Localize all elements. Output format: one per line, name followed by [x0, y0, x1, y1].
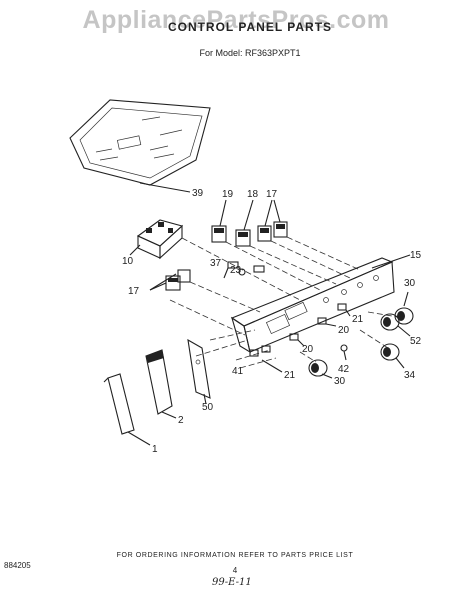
label-30-upper: 30	[404, 278, 416, 289]
part-50-bracket	[187, 338, 211, 405]
label-37: 37	[210, 258, 222, 269]
label-23: 23	[230, 265, 242, 276]
part-20-clip	[317, 317, 337, 327]
label-19: 19	[222, 189, 234, 200]
part-39-back-panel	[69, 99, 211, 193]
part-30-knob-upper	[394, 291, 414, 325]
label-21-upper: 21	[352, 314, 364, 325]
label-30-lower: 30	[334, 376, 346, 387]
label-2: 2	[178, 415, 184, 426]
part-52-knob	[380, 313, 411, 337]
part-37-clip	[223, 261, 239, 279]
label-52: 52	[410, 336, 422, 347]
model-subtitle: For Model: RF363PXPT1	[199, 48, 301, 58]
label-20-lower: 20	[302, 344, 314, 355]
assembly-lines	[169, 236, 405, 363]
part-23-screw	[238, 265, 265, 276]
part-19-switch	[211, 199, 227, 243]
label-10: 10	[122, 256, 134, 267]
part-21-clip-upper	[337, 303, 351, 317]
label-20-upper: 20	[338, 325, 350, 336]
part-18-switch	[235, 199, 254, 247]
label-50: 50	[202, 402, 214, 413]
part-30-knob-lower	[308, 359, 333, 379]
label-42: 42	[338, 364, 350, 375]
label-18: 18	[247, 189, 259, 200]
label-39: 39	[192, 188, 204, 199]
page-number: 4	[232, 566, 238, 575]
part-17-lower-switch	[149, 269, 191, 291]
label-34: 34	[404, 370, 416, 381]
part-17-switch-pair	[257, 199, 288, 242]
part-labels: 39 19 18 17 15 10 37 23 30 17 21 20 52 2…	[122, 188, 422, 455]
part-34-knob	[380, 343, 405, 369]
document-number: 884205	[4, 561, 31, 570]
part-20-clip-lower	[289, 333, 305, 347]
part-42-spring	[340, 344, 348, 361]
label-17-upper: 17	[266, 189, 278, 200]
label-1: 1	[152, 444, 158, 455]
diagram-title: CONTROL PANEL PARTS	[167, 20, 333, 34]
watermark: AppliancePartsPros.com	[82, 6, 390, 34]
label-17-lower: 17	[128, 286, 140, 297]
part-2-end-cap	[145, 349, 177, 419]
part-15-control-panel	[230, 254, 411, 354]
handwritten-note: 99-E-11	[212, 577, 252, 588]
part-1-side-trim	[103, 373, 151, 446]
part-10-switch-block	[129, 219, 184, 260]
label-21-lower: 21	[284, 370, 296, 381]
ordering-footnote: FOR ORDERING INFORMATION REFER TO PARTS …	[116, 552, 354, 559]
label-41: 41	[232, 366, 244, 377]
label-15: 15	[410, 250, 422, 261]
part-41-bracket	[235, 345, 283, 373]
